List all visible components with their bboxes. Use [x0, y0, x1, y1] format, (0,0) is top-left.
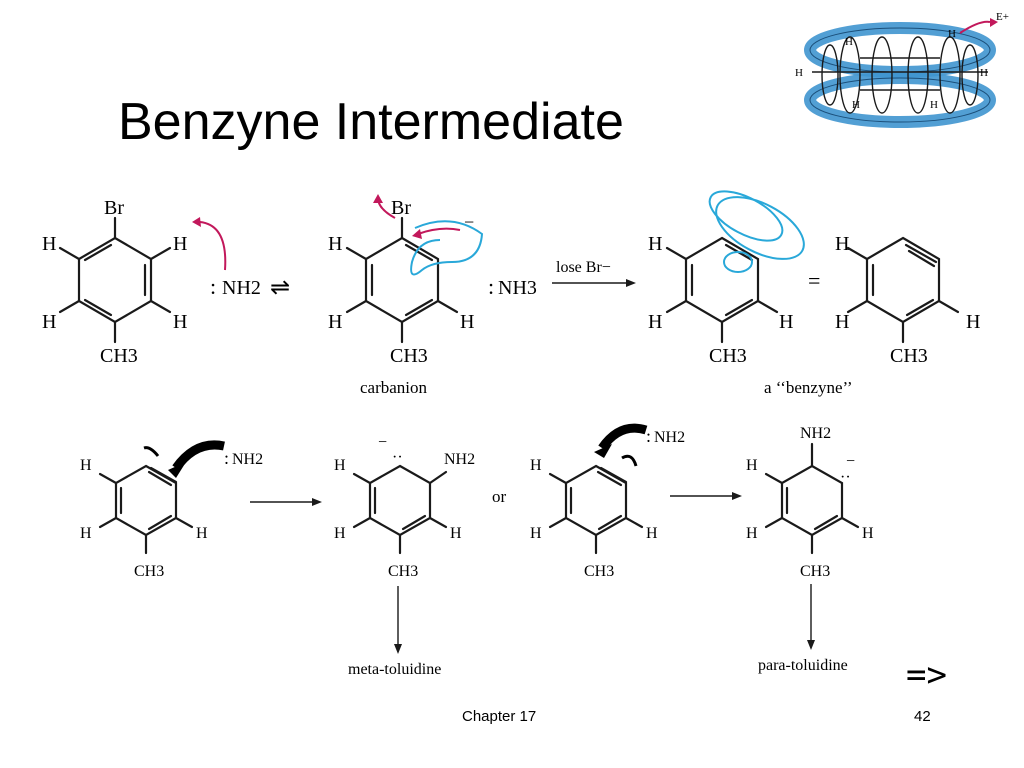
nh2-label: NH2: [800, 425, 831, 442]
slide-title: Benzyne Intermediate: [118, 93, 624, 151]
bromotoluene-ring: [58, 216, 172, 344]
benzyne-meta-ring: [98, 464, 194, 555]
benzyne-orbital: [723, 251, 753, 273]
curved-arrow: [417, 227, 461, 235]
nh2-label: NH2: [444, 451, 475, 468]
lone-pair-dots: :: [224, 448, 229, 468]
amide-label: NH2: [232, 451, 263, 468]
ch3-label: CH3: [100, 345, 138, 367]
h-label: H: [646, 525, 658, 542]
curved-arrow: [143, 446, 160, 457]
amide-label: NH2: [222, 277, 261, 299]
benzyne-ring: [846, 236, 960, 344]
lone-pair-dots: ··: [840, 469, 851, 486]
meta-carbanion-ring: [352, 464, 448, 555]
benzyne-para-ring: [548, 464, 644, 555]
para-carbanion-ring: [764, 442, 860, 555]
ch3-label: CH3: [709, 345, 747, 367]
h-label: H: [80, 457, 92, 474]
h-label: H: [746, 457, 758, 474]
carbanion-ring: [345, 216, 459, 344]
inset-h: H: [930, 99, 938, 111]
para-toluidine-label: para-toluidine: [758, 657, 848, 674]
ch3-label: CH3: [890, 345, 928, 367]
h-label: H: [779, 311, 793, 333]
pi-ring-drawing: [804, 18, 998, 128]
benzyne-orbital: [708, 190, 784, 242]
ch3-label: CH3: [584, 563, 614, 580]
h-label: H: [328, 233, 342, 255]
footer-page-number: 42: [914, 708, 931, 725]
h-label: H: [334, 457, 346, 474]
or-label: or: [492, 487, 507, 506]
benzyne-orbital: [715, 196, 805, 260]
amide-label: NH2: [654, 429, 685, 446]
h-label: H: [42, 233, 56, 255]
lone-pair-dots: :: [488, 274, 494, 299]
minus-sign: −: [846, 453, 855, 470]
h-label: H: [966, 311, 980, 333]
br-label: Br: [391, 197, 411, 219]
h-label: H: [835, 233, 849, 255]
h-label: H: [42, 311, 56, 333]
inset-h: H: [980, 67, 988, 79]
lose-br-label: lose Br−: [556, 259, 611, 276]
curved-arrow: [172, 440, 225, 471]
h-label: H: [173, 311, 187, 333]
h-label: H: [450, 525, 462, 542]
ch3-label: CH3: [800, 563, 830, 580]
h-label: H: [460, 311, 474, 333]
inset-h: H: [852, 99, 860, 111]
lone-pair-dots: ··: [392, 449, 403, 466]
h-label: H: [746, 525, 758, 542]
ch3-label: CH3: [388, 563, 418, 580]
lone-pair-dots: :: [646, 426, 651, 446]
inset-h: H: [845, 36, 853, 48]
minus-sign: −: [464, 212, 474, 232]
h-label: H: [648, 233, 662, 255]
footer-chapter: Chapter 17: [462, 708, 537, 725]
h-label: H: [835, 311, 849, 333]
curved-arrow: [199, 221, 227, 271]
benzyne-ring-orbital: [665, 236, 779, 344]
equals-sign: =: [808, 268, 820, 293]
carbanion-label: carbanion: [360, 378, 428, 397]
inset-eplus: E+: [996, 11, 1009, 23]
inset-h: H: [795, 67, 803, 79]
ch3-label: CH3: [390, 345, 428, 367]
curved-arrow: [598, 423, 648, 451]
ammonia-label: NH3: [498, 277, 537, 299]
carbanion-orbital: [410, 220, 484, 276]
curved-arrow: [621, 454, 638, 467]
h-label: H: [862, 525, 874, 542]
h-label: H: [173, 233, 187, 255]
minus-sign: −: [378, 434, 387, 451]
h-label: H: [80, 525, 92, 542]
h-label: H: [196, 525, 208, 542]
h-label: H: [530, 525, 542, 542]
h-label: H: [648, 311, 662, 333]
lone-pair-dots: :: [210, 274, 216, 299]
h-label: H: [334, 525, 346, 542]
h-label: H: [530, 457, 542, 474]
next-slide-arrow[interactable]: =>: [906, 655, 947, 695]
h-label: H: [328, 311, 342, 333]
benzyne-label: a ‘‘benzyne’’: [764, 378, 853, 397]
equilibrium-arrow: ⇌: [270, 275, 290, 301]
inset-h: H: [948, 28, 956, 40]
meta-toluidine-label: meta-toluidine: [348, 661, 441, 678]
ch3-label: CH3: [134, 563, 164, 580]
br-label: Br: [104, 197, 124, 219]
